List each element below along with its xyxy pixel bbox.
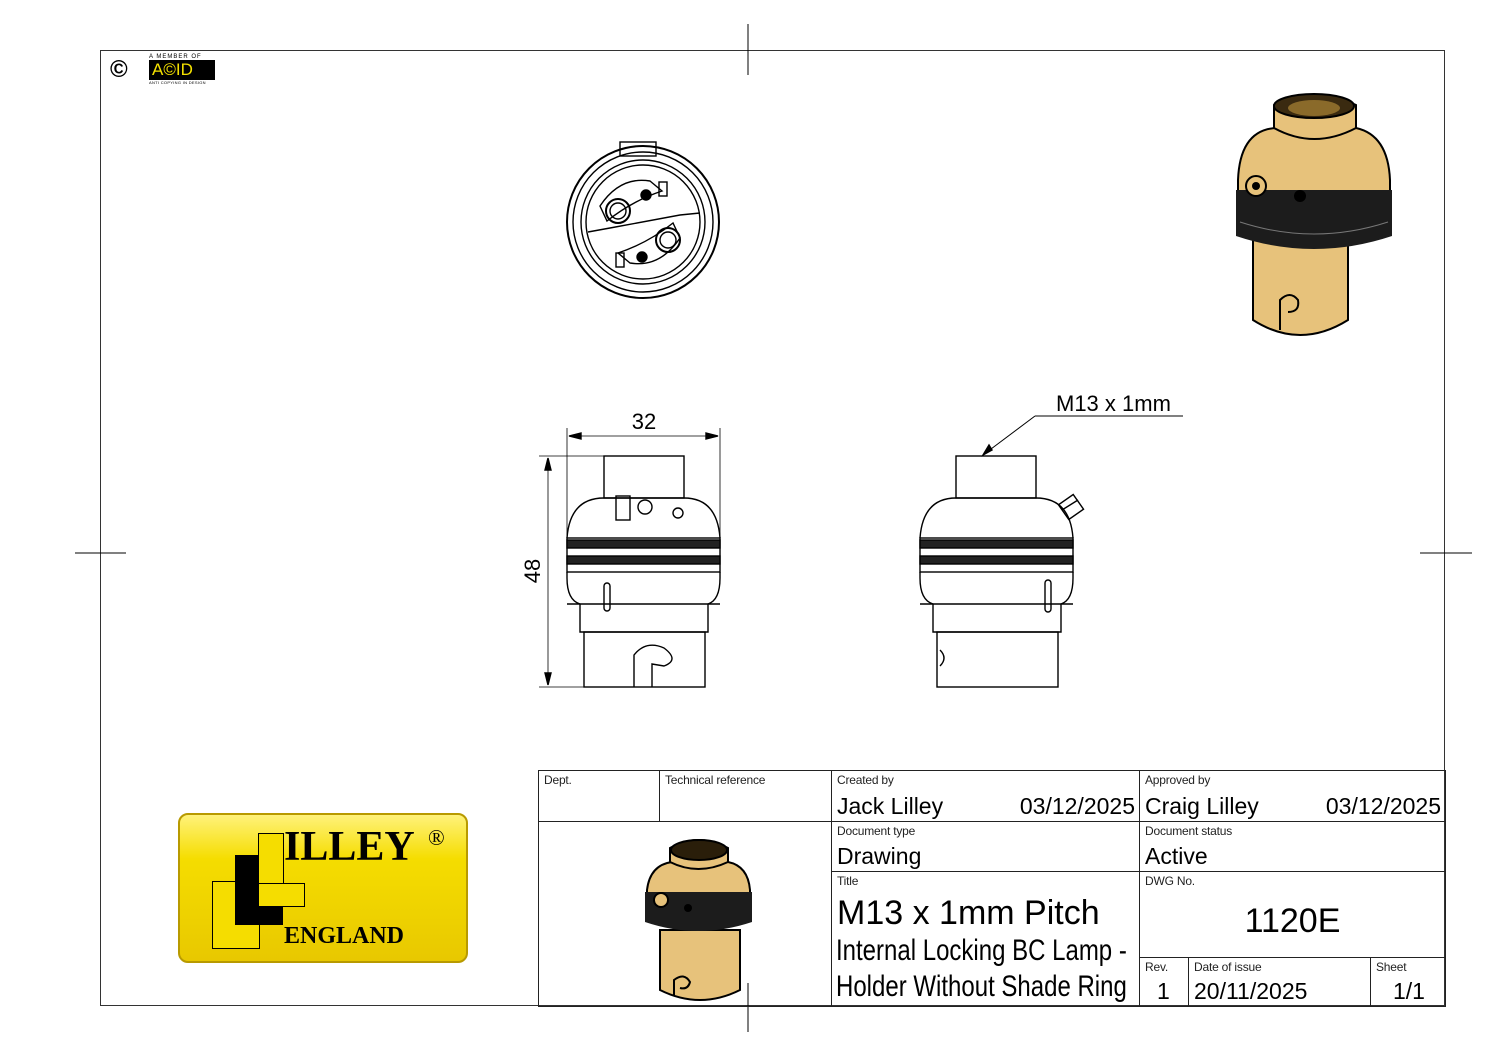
dept-label: Dept. bbox=[544, 773, 572, 787]
thumbnail-cell bbox=[538, 821, 832, 1007]
dept-cell: Dept. bbox=[538, 770, 660, 822]
approved-date: 03/12/2025 bbox=[1325, 793, 1441, 819]
doc-status-cell: Document status Active bbox=[1139, 821, 1446, 872]
title-label: Title bbox=[837, 874, 859, 888]
logo-country: ENGLAND bbox=[284, 923, 405, 949]
side-view bbox=[919, 415, 1183, 688]
approved-by-label: Approved by bbox=[1145, 773, 1211, 787]
title-cell: Title M13 x 1mm Pitch Internal Locking B… bbox=[831, 871, 1140, 1007]
sheet-label: Sheet bbox=[1376, 960, 1407, 974]
title-line-3: Holder Without Shade Ring bbox=[836, 970, 1127, 1003]
acid-mark: A©ID bbox=[149, 60, 215, 80]
acid-top-text: A MEMBER OF bbox=[149, 54, 202, 60]
approved-by-cell: Approved by Craig Lilley 03/12/2025 bbox=[1139, 770, 1446, 822]
created-by-cell: Created by Jack Lilley 03/12/2025 bbox=[831, 770, 1140, 822]
doc-type-cell: Document type Drawing bbox=[831, 821, 1140, 872]
dwg-no-value: 1120E bbox=[1244, 902, 1341, 940]
drawing-frame bbox=[100, 50, 1445, 1006]
sheet-cell: Sheet 1/1 bbox=[1370, 957, 1446, 1007]
date-of-issue-value: 20/11/2025 bbox=[1194, 978, 1308, 1004]
date-of-issue-label: Date of issue bbox=[1194, 960, 1262, 974]
rev-cell: Rev. 1 bbox=[1139, 957, 1189, 1007]
rev-value: 1 bbox=[1157, 978, 1170, 1004]
title-line-1: M13 x 1mm Pitch bbox=[837, 894, 1100, 932]
sheet-value: 1/1 bbox=[1393, 978, 1425, 1004]
thread-callout: M13 x 1mm bbox=[1056, 391, 1171, 416]
width-dimension: 32 bbox=[632, 409, 656, 434]
acid-bottom-text: ANTI COPYING IN DESIGN bbox=[149, 80, 206, 85]
title-block-thumbnail bbox=[645, 839, 752, 1006]
acid-logo: A MEMBER OF A©ID ANTI COPYING IN DESIGN bbox=[149, 54, 219, 85]
top-view bbox=[566, 141, 720, 299]
doc-type-value: Drawing bbox=[837, 843, 922, 869]
logo-name: ILLEY bbox=[284, 824, 415, 870]
doc-type-label: Document type bbox=[837, 824, 916, 838]
created-by-label: Created by bbox=[837, 773, 894, 787]
rev-label: Rev. bbox=[1145, 960, 1168, 974]
approved-by-value: Craig Lilley bbox=[1145, 793, 1259, 819]
front-view bbox=[539, 428, 721, 688]
logo-registered: ® bbox=[428, 825, 445, 850]
dwg-no-cell: DWG No. 1120E bbox=[1139, 871, 1446, 958]
copyright-icon: © bbox=[110, 56, 128, 83]
tech-ref-label: Technical reference bbox=[665, 773, 766, 787]
title-line-2: Internal Locking BC Lamp - bbox=[836, 934, 1127, 967]
lilley-england-logo: ILLEY ® ENGLAND bbox=[178, 813, 468, 963]
isometric-view bbox=[1236, 93, 1392, 336]
doc-status-label: Document status bbox=[1145, 824, 1233, 838]
height-dimension: 48 bbox=[520, 559, 545, 583]
doc-status-value: Active bbox=[1145, 843, 1208, 869]
created-by-value: Jack Lilley bbox=[837, 793, 944, 819]
tech-ref-cell: Technical reference bbox=[659, 770, 832, 822]
dwg-no-label: DWG No. bbox=[1145, 874, 1195, 888]
created-date: 03/12/2025 bbox=[1019, 793, 1135, 819]
date-of-issue-cell: Date of issue 20/11/2025 bbox=[1188, 957, 1371, 1007]
